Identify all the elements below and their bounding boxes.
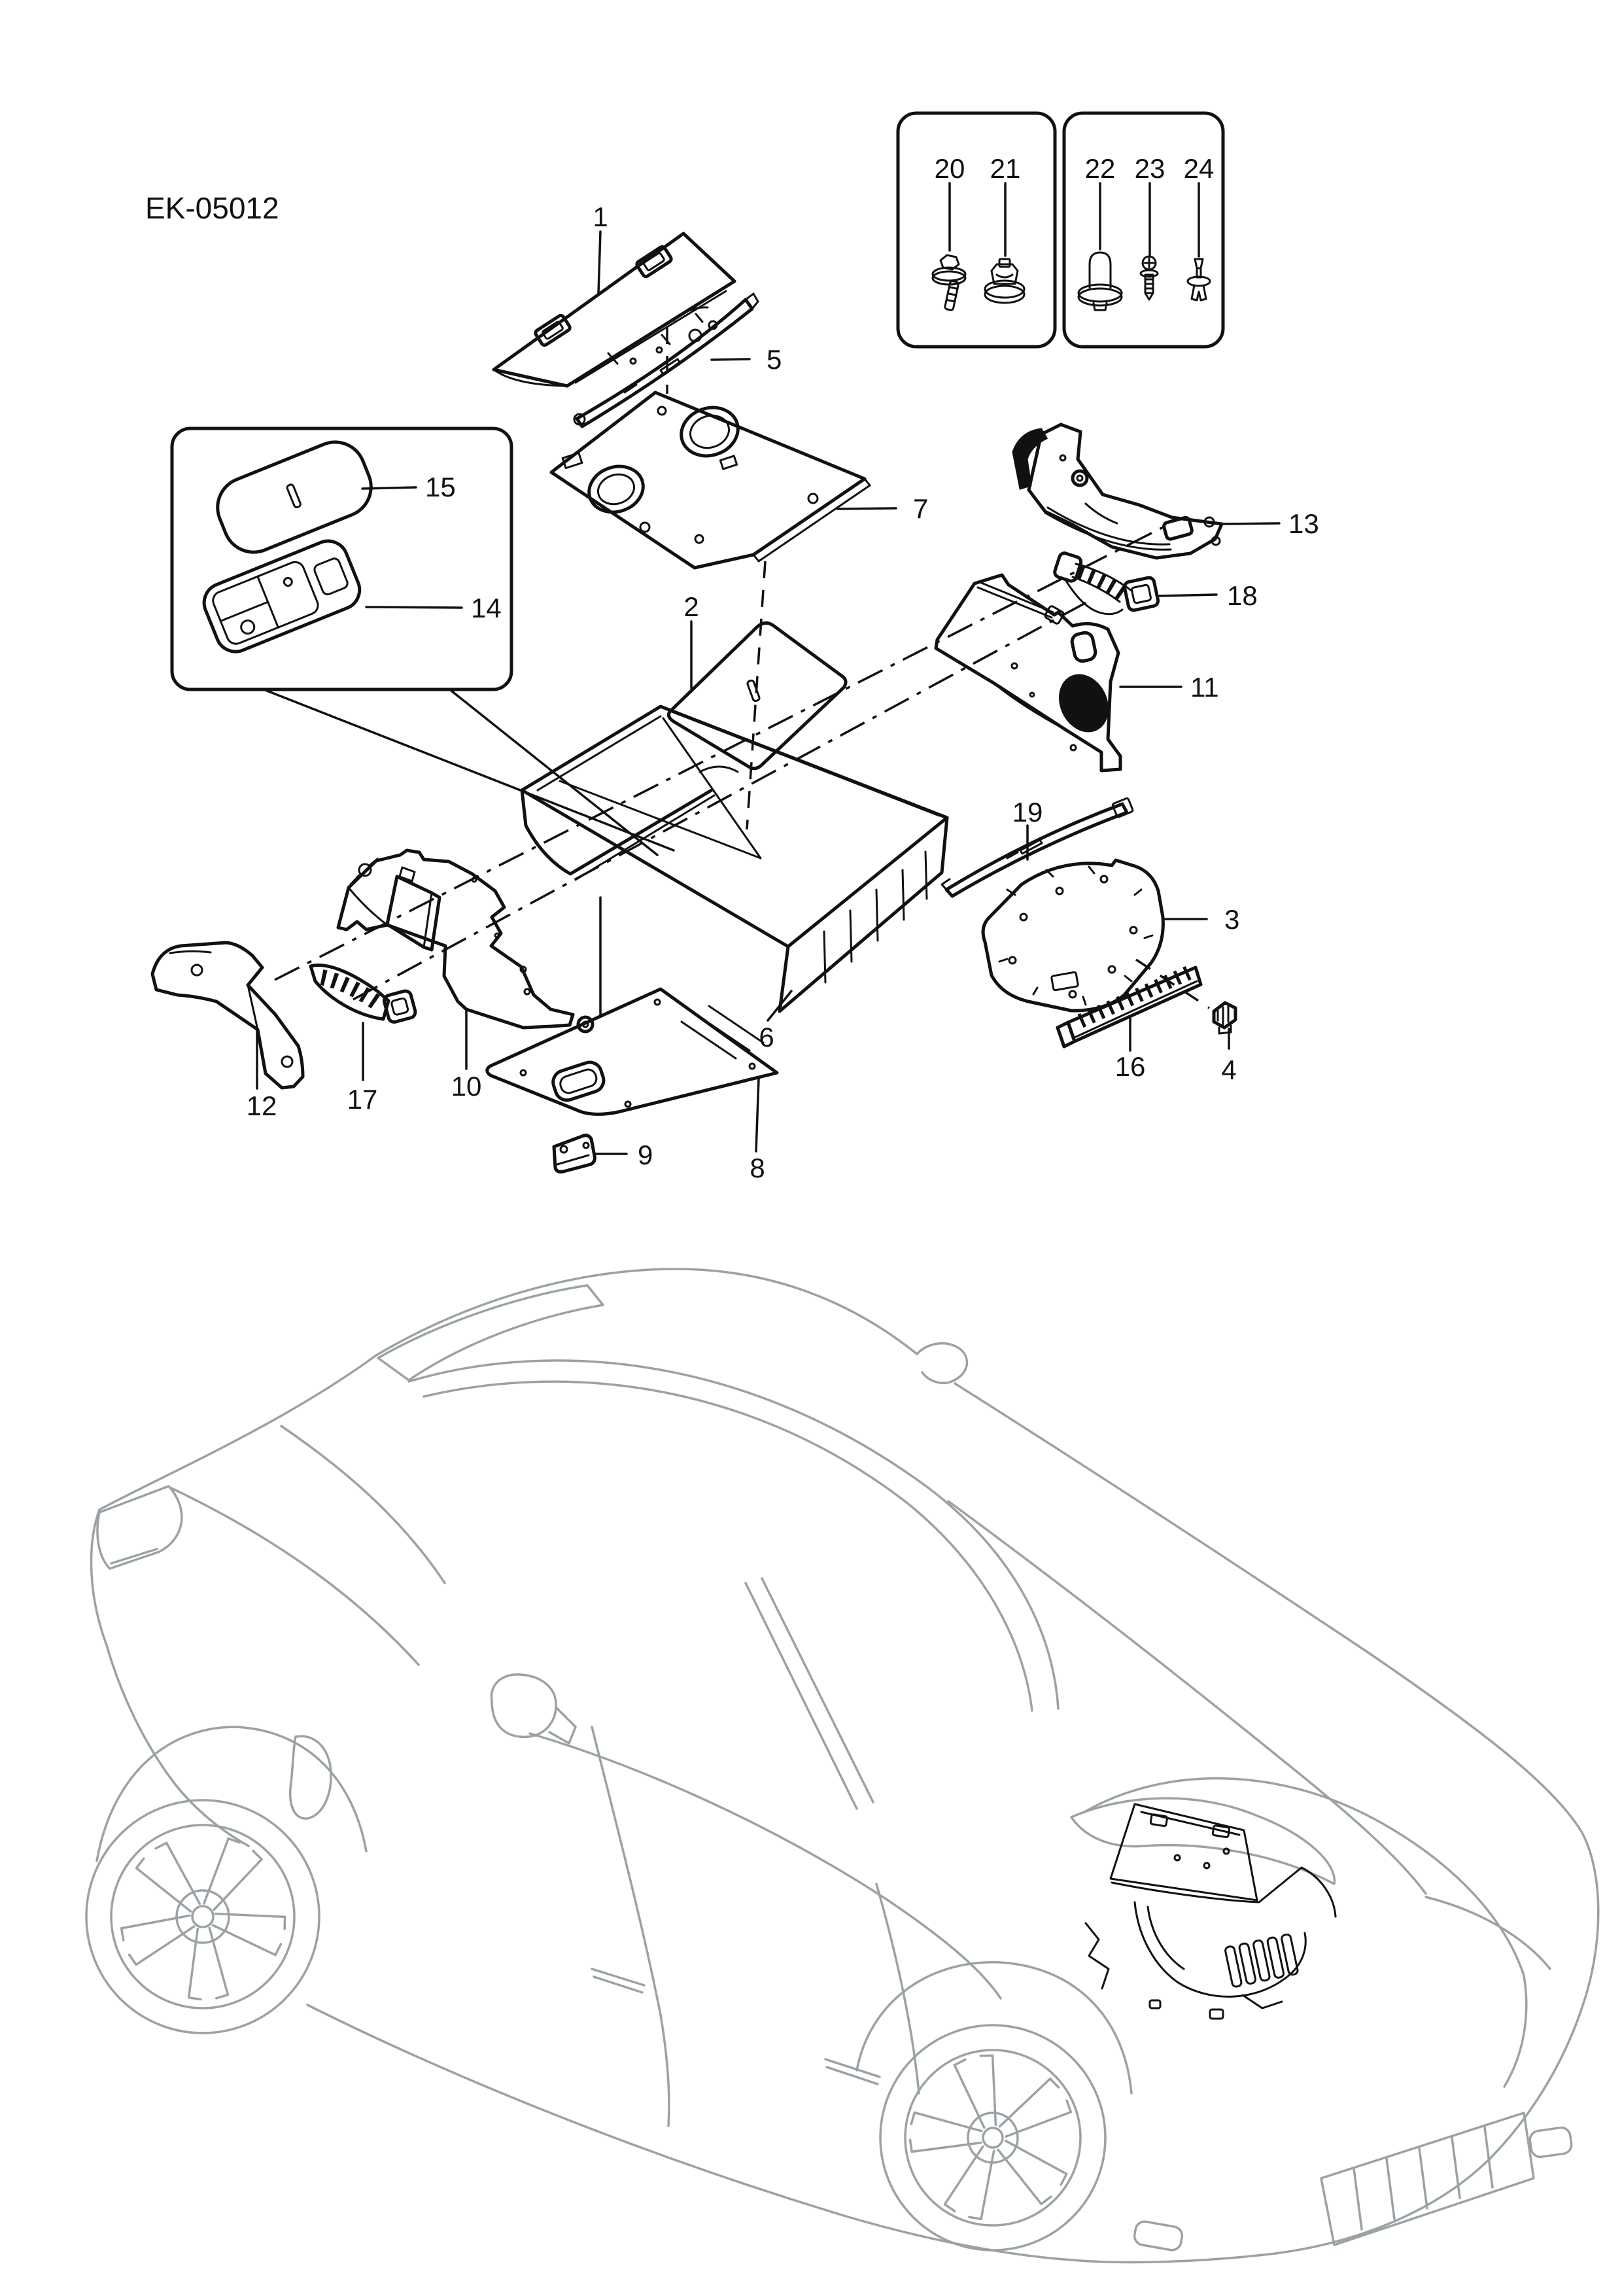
- align-dash-clip: [1135, 958, 1210, 1009]
- callout-label-7: 7: [913, 493, 928, 524]
- callout-label-14: 14: [471, 593, 502, 623]
- part-8-underfloor-board: [485, 987, 779, 1116]
- leader-13: [1221, 522, 1281, 525]
- callout-label-19: 19: [1012, 797, 1043, 827]
- car-glass-bottom-line: [528, 1732, 1002, 2000]
- diagram-code-title: EK-05012: [145, 191, 279, 225]
- installed-grille-slats: [1224, 1933, 1299, 1988]
- leader-15: [361, 486, 417, 490]
- car-front-door-handle: [591, 1968, 646, 1994]
- car-mirror: [490, 1673, 577, 1745]
- car-headlight: [96, 1485, 183, 1570]
- bracket-flange-dark: [1012, 428, 1048, 490]
- callout-label-22: 22: [1085, 153, 1116, 184]
- part-9-bracket-plate: [552, 1134, 596, 1174]
- car-rear-outline: [954, 1382, 1600, 2264]
- fastener-box-2: [1062, 111, 1225, 349]
- part-7-package-tray-panel: [549, 391, 871, 570]
- leader-14: [365, 606, 463, 609]
- part-5-shelf-edge-strip: [575, 292, 759, 428]
- part-15-tray-lid: [216, 440, 373, 554]
- inset-box-tray: [170, 426, 513, 691]
- installed-trunk-trim-black: [1084, 1803, 1337, 2020]
- callout-label-24: 24: [1184, 153, 1215, 184]
- car-hood-roof-outline: [98, 1268, 918, 1511]
- inset-leader-line-1: [450, 689, 659, 856]
- part-16-sill-scuff-plate: [1056, 964, 1203, 1049]
- flange-nut-icon: [984, 258, 1026, 304]
- part-14-tool-tray: [202, 539, 362, 653]
- leader-1: [597, 230, 602, 294]
- callout-label-8: 8: [750, 1153, 765, 1183]
- car-quarter-crease: [1424, 1896, 1551, 1970]
- part-17-grip-handle-trim: [309, 964, 417, 1024]
- callout-label-20: 20: [935, 153, 965, 184]
- car-rear-door-handle: [824, 2058, 881, 2085]
- part-10-quarter-trim-right: [336, 848, 575, 1030]
- callout-label-11: 11: [1190, 672, 1219, 703]
- car-beltline: [423, 1380, 1033, 1712]
- callout-label-9: 9: [638, 1139, 653, 1170]
- callout-label-23: 23: [1135, 153, 1165, 184]
- leader-18: [1158, 593, 1218, 597]
- car-b-pillar: [744, 1577, 874, 1810]
- align-dashdot-2: [353, 597, 1094, 1001]
- callout-label-16: 16: [1115, 1051, 1146, 1082]
- grommet-plug-icon: [1077, 251, 1123, 311]
- part-11-quarter-trim-left: [934, 573, 1122, 773]
- car-antenna-fin: [916, 1342, 969, 1385]
- fastener-box-1: [896, 111, 1057, 349]
- callout-label-10: 10: [451, 1071, 482, 1102]
- car-front-arch: [95, 1726, 368, 1862]
- car-front-face: [90, 1508, 250, 1847]
- part-13-shelf-side-bracket: [1012, 423, 1224, 560]
- callout-label-5: 5: [767, 344, 782, 375]
- car-fender-vent: [289, 1735, 332, 1820]
- callout-label-2: 2: [683, 591, 699, 622]
- car-rear-door-cut: [875, 1883, 920, 2095]
- car-rear-spoiler: [1070, 1797, 1336, 1885]
- callout-label-15: 15: [425, 472, 456, 502]
- car-front-wheel: [85, 1799, 320, 2034]
- callout-label-4: 4: [1221, 1054, 1236, 1085]
- callout-label-1: 1: [593, 201, 608, 232]
- inset-leader-line-2: [262, 688, 675, 852]
- car-rocker-line: [306, 2004, 1074, 2261]
- callout-label-13: 13: [1288, 508, 1319, 539]
- speaker-hole: [1059, 674, 1109, 733]
- car-hood-creases: [170, 1425, 446, 1666]
- leader-5: [710, 358, 751, 361]
- car-trunk-opening: [1083, 1777, 1528, 2088]
- car-roof-drip-line: [407, 1359, 1060, 1710]
- car-windshield: [377, 1284, 604, 1382]
- align-dash-tray-floor: [746, 561, 767, 830]
- part-4-clip-cap: [1212, 1001, 1237, 1035]
- part-6-trunk-floor-trim: [520, 704, 949, 1013]
- screw-rivet-icon: [1139, 255, 1159, 301]
- callout-label-17: 17: [347, 1084, 378, 1115]
- part-19-tailgate-upper-strip: [940, 797, 1134, 898]
- car-front-door-cut: [591, 1726, 670, 2127]
- push-clip-icon: [1186, 258, 1211, 302]
- callout-label-6: 6: [759, 1022, 774, 1052]
- car-rear-wheel: [879, 2024, 1107, 2252]
- car-rear-diffuser: [1133, 2112, 1573, 2252]
- leader-7: [836, 507, 897, 510]
- leader-6: [767, 990, 793, 1022]
- part-1-rear-shelf-trim: [492, 232, 736, 388]
- callout-label-3: 3: [1224, 904, 1239, 935]
- part-3-tailgate-trim-panel: [981, 858, 1165, 1013]
- align-dashdot-1: [274, 522, 1171, 981]
- callout-label-21: 21: [990, 153, 1021, 184]
- callout-label-12: 12: [247, 1090, 277, 1121]
- part-12-wheelhouse-trim: [150, 941, 305, 1090]
- part-18-harness-duct: [1053, 551, 1160, 616]
- car-rear-arch: [855, 1961, 1133, 2095]
- callout-label-18: 18: [1227, 580, 1258, 611]
- leader-8: [755, 1077, 760, 1153]
- flange-bolt-icon: [931, 254, 967, 311]
- car-rear-glass-line: [947, 1500, 1427, 1895]
- vehicle-line-drawing: [85, 1268, 1600, 2264]
